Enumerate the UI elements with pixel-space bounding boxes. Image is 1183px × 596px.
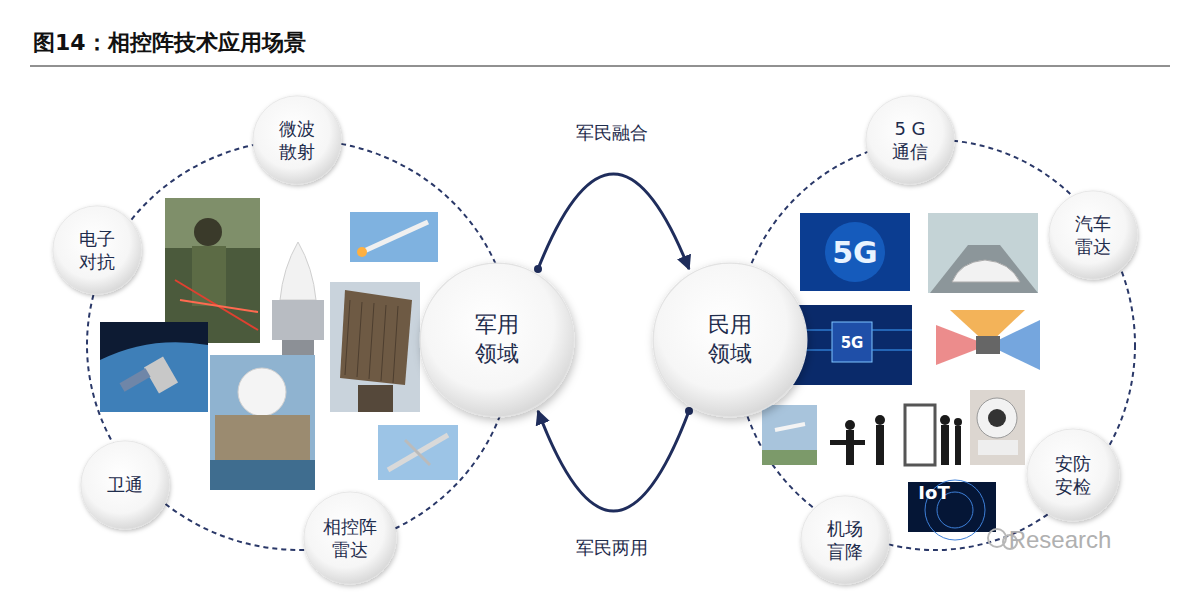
missile-nose-photo bbox=[272, 242, 324, 362]
circle-outline bbox=[253, 96, 341, 184]
scene-circle: 电子 对抗 bbox=[51, 204, 143, 296]
circle-shape bbox=[417, 260, 577, 420]
circle-label: 微波 散射 bbox=[274, 117, 321, 164]
circle-label: 相控阵 雷达 bbox=[319, 515, 380, 562]
title-rule bbox=[30, 66, 1170, 67]
radome-ship-photo bbox=[210, 355, 315, 490]
circle-outline bbox=[866, 96, 954, 184]
circle-label: 军用 领域 bbox=[468, 311, 525, 368]
circle-label: 民用 领域 bbox=[701, 311, 758, 368]
circle-outline bbox=[653, 263, 807, 417]
scene-circle: 5 G 通信 bbox=[864, 94, 956, 186]
edge-label: 军民融合 bbox=[572, 121, 652, 145]
scene-circle: 军用 领域 bbox=[417, 260, 577, 420]
scene-circle: 相控阵 雷达 bbox=[302, 490, 398, 586]
circle-outline bbox=[81, 441, 169, 529]
drone-photo bbox=[378, 425, 458, 480]
circle-shape bbox=[251, 94, 343, 186]
watermark: Research bbox=[1009, 526, 1112, 554]
mri-photo bbox=[970, 390, 1025, 465]
circle-shape bbox=[1047, 189, 1139, 281]
circle-shape bbox=[650, 260, 810, 420]
circle-label: 汽车 雷达 bbox=[1070, 212, 1117, 259]
flow-arrow bbox=[538, 411, 689, 511]
scene-circle: 汽车 雷达 bbox=[1047, 189, 1139, 281]
iot-photo bbox=[908, 480, 996, 540]
satellite-photo bbox=[100, 322, 208, 412]
circle-label: 机场 盲降 bbox=[822, 517, 869, 564]
circle-label: 安防 安检 bbox=[1050, 452, 1097, 499]
scene-circle: 卫通 bbox=[79, 439, 171, 531]
security-check-photo bbox=[825, 400, 965, 470]
photo-text: IoT bbox=[918, 482, 949, 503]
circle-label: 5 G 通信 bbox=[887, 117, 934, 164]
soldier-photo bbox=[165, 198, 260, 343]
5g-chip-photo bbox=[792, 305, 912, 385]
autonomous-car-photo bbox=[928, 213, 1038, 293]
edge-label: 军民两用 bbox=[572, 536, 652, 560]
circle-shape bbox=[302, 490, 398, 586]
scene-circle: 机场 盲降 bbox=[799, 494, 891, 586]
circle-shape bbox=[1025, 427, 1121, 523]
scene-circle: 微波 散射 bbox=[251, 94, 343, 186]
circle-outline bbox=[1027, 429, 1119, 521]
circle-outline bbox=[801, 496, 889, 584]
circle-label: 电子 对抗 bbox=[74, 227, 121, 274]
circle-shape bbox=[799, 494, 891, 586]
scene-circle: 民用 领域 bbox=[650, 260, 810, 420]
airplane-photo bbox=[762, 405, 817, 465]
flow-arrow bbox=[538, 174, 689, 269]
scene-circle: 安防 安检 bbox=[1025, 427, 1121, 523]
radar-tower-photo bbox=[330, 282, 420, 412]
circle-outline bbox=[53, 206, 141, 294]
circle-label: 卫通 bbox=[102, 473, 149, 496]
photo-text: 5G bbox=[832, 235, 878, 270]
figure-title: 图14：相控阵技术应用场景 bbox=[33, 28, 306, 58]
missile-launch-photo bbox=[350, 212, 438, 262]
car-radar-photo bbox=[930, 305, 1045, 385]
circle-shape bbox=[51, 204, 143, 296]
circle-outline bbox=[304, 492, 396, 584]
photo-text: 5G bbox=[841, 334, 864, 352]
circle-outline bbox=[420, 263, 574, 417]
circle-shape bbox=[864, 94, 956, 186]
5g-photo bbox=[800, 213, 910, 291]
circle-outline bbox=[1049, 191, 1137, 279]
